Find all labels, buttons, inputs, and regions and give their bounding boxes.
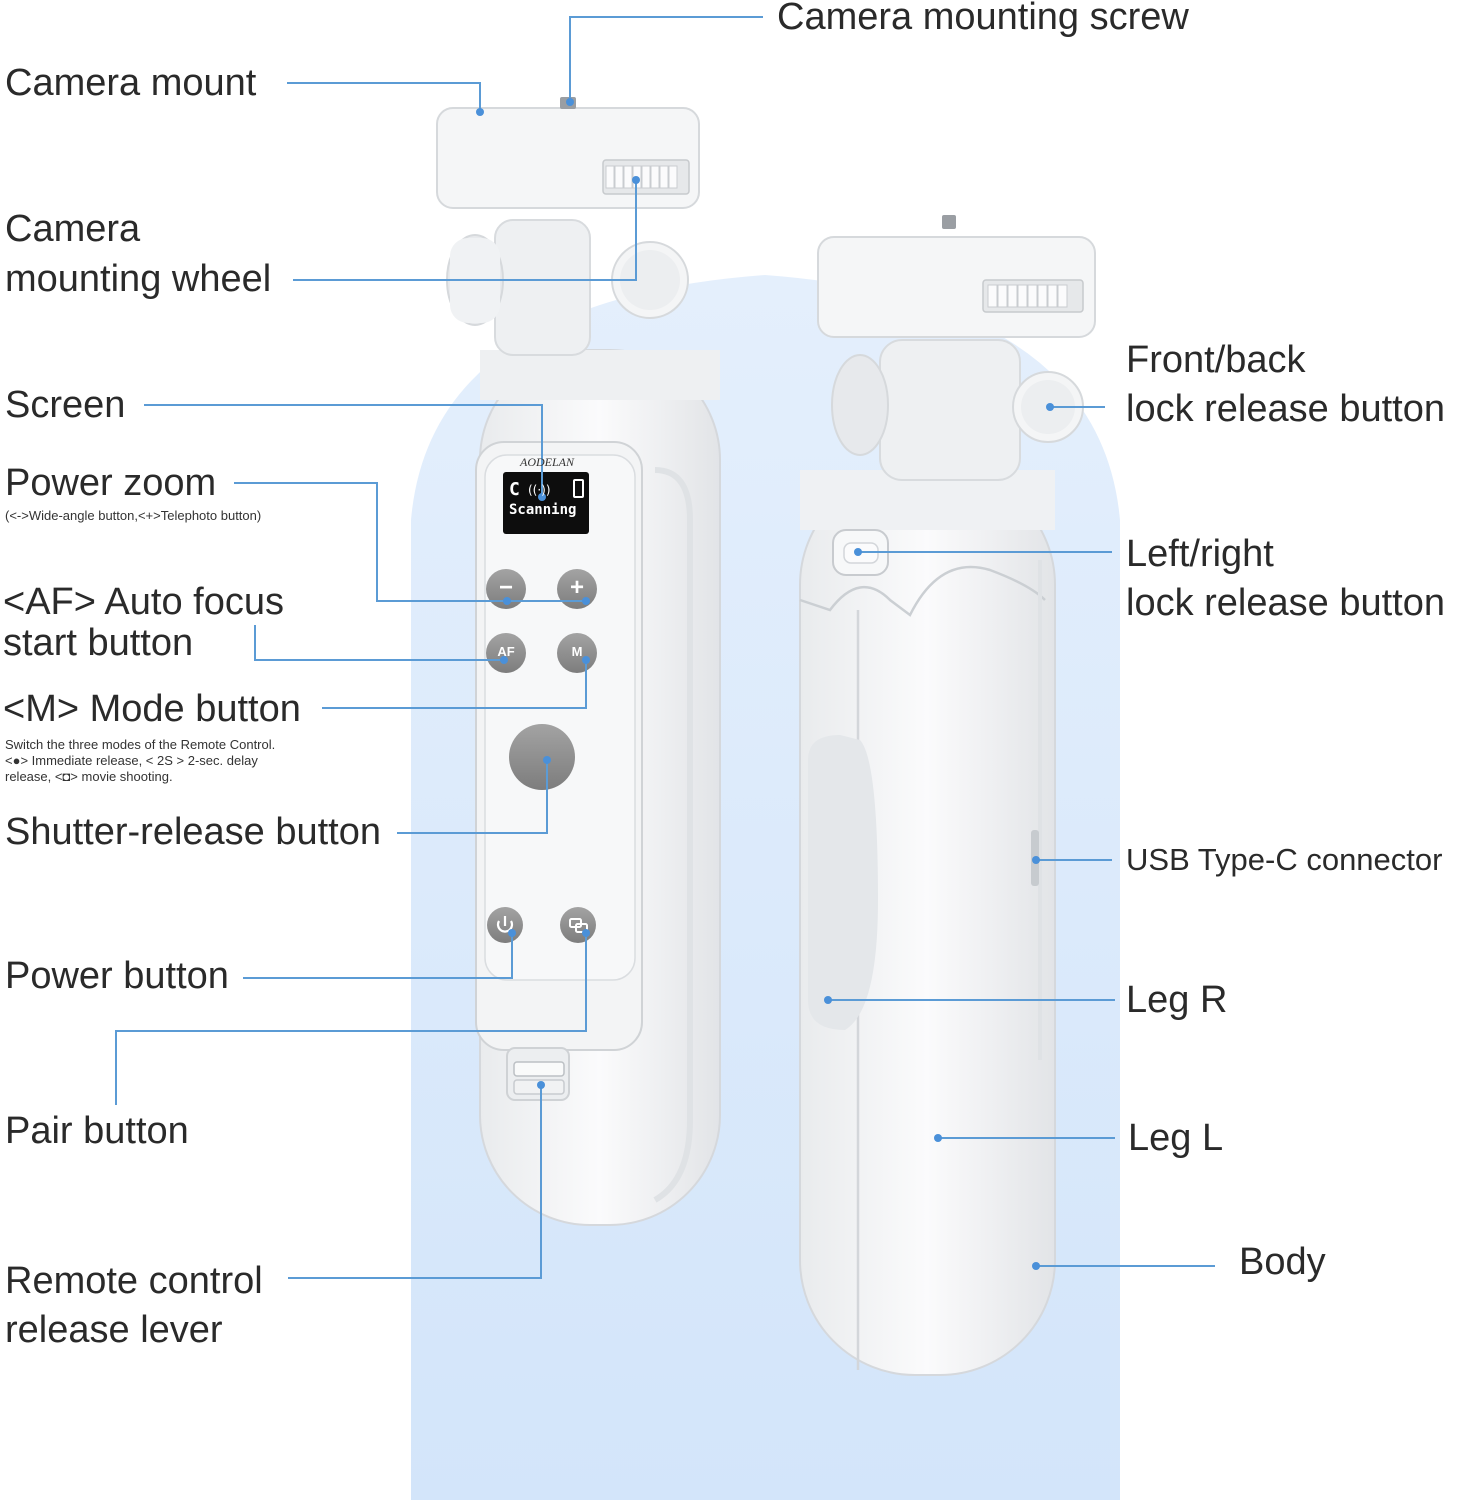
label-front-back-2: lock release button	[1126, 388, 1445, 430]
mounting-wheel-teeth	[605, 165, 678, 189]
brand-logo: AODELAN	[520, 455, 574, 469]
label-camera-mounting-wheel-2: mounting wheel	[5, 258, 272, 300]
leg-split-top	[799, 565, 1046, 617]
grip-recess	[808, 735, 878, 1030]
label-front-back-1: Front/back	[1126, 339, 1306, 381]
label-af-1: <AF> Auto focus	[3, 581, 284, 623]
label-af-2: start button	[3, 622, 194, 664]
screen-line-1: C	[509, 479, 520, 500]
label-camera-mount: Camera mount	[5, 62, 257, 104]
label-left-right-2: lock release button	[1126, 582, 1445, 624]
label-pair: Pair button	[5, 1110, 189, 1152]
plus-button-label: +	[569, 574, 584, 601]
back-view-device	[799, 215, 1096, 1376]
minus-button-label: −	[498, 574, 513, 601]
af-button	[486, 633, 526, 673]
screen-battery-icon	[573, 479, 584, 498]
label-remote-1: Remote control	[5, 1260, 263, 1302]
label-screen: Screen	[5, 384, 126, 426]
screen-line-2: Scanning	[509, 502, 577, 518]
label-camera-mounting-screw: Camera mounting screw	[777, 0, 1189, 38]
label-leg-l: Leg L	[1128, 1117, 1224, 1159]
power-icon	[496, 916, 514, 933]
label-body: Body	[1239, 1241, 1326, 1283]
label-power: Power button	[5, 955, 229, 997]
label-shutter: Shutter-release button	[5, 811, 382, 853]
label-camera-mounting-wheel-1: Camera	[5, 208, 141, 250]
shutter-button	[509, 724, 575, 790]
label-remote-2: release lever	[5, 1309, 223, 1351]
label-mode-note-2: <●> Immediate release, < 2S > 2-sec. del…	[5, 753, 258, 768]
af-button-label: AF	[497, 644, 515, 659]
leader-lines	[115, 16, 1215, 1279]
m-button-label: M	[571, 644, 583, 659]
label-mode-note-3: release, <◘> movie shooting.	[5, 769, 173, 784]
label-mode-note-1: Switch the three modes of the Remote Con…	[5, 737, 276, 752]
screen-signal-icon: ((·))	[528, 483, 551, 497]
label-leg-r: Leg R	[1126, 979, 1228, 1021]
screen-display	[503, 472, 589, 534]
label-power-zoom: Power zoom	[5, 462, 217, 504]
label-usb: USB Type-C connector	[1126, 842, 1443, 877]
label-mode: <M> Mode button	[3, 688, 301, 730]
label-left-right-1: Left/right	[1126, 533, 1274, 575]
minus-button	[486, 569, 526, 609]
label-power-zoom-note: (<->Wide-angle button,<+>Telephoto butto…	[5, 508, 262, 523]
